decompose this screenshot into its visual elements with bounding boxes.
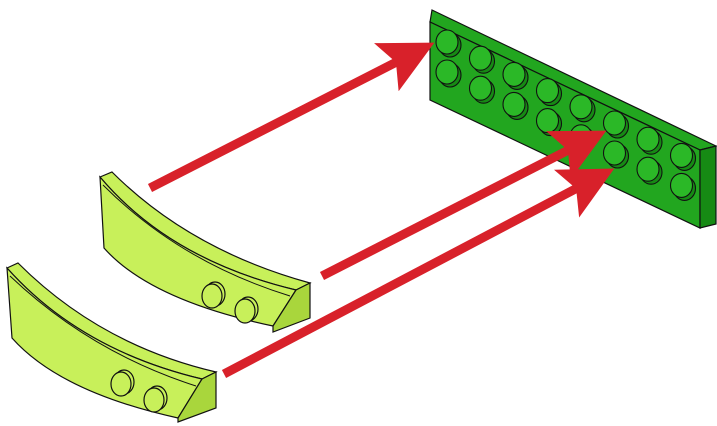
lower-piece-end-face bbox=[177, 371, 217, 423]
plate-stud bbox=[435, 59, 462, 88]
plate-stud bbox=[535, 78, 563, 107]
curved-slope-upper bbox=[99, 171, 312, 333]
plate-stud bbox=[502, 61, 529, 90]
upper-piece-end-face bbox=[272, 282, 311, 333]
plate-stud bbox=[435, 29, 462, 58]
plate-side-face bbox=[699, 145, 717, 229]
plate-studs bbox=[435, 29, 697, 201]
plate-stud bbox=[569, 94, 596, 123]
plate-stud bbox=[602, 140, 630, 169]
plate-stud bbox=[535, 108, 563, 137]
green-plate bbox=[429, 9, 717, 229]
plate-stud bbox=[669, 142, 697, 171]
lower-piece-stud-1 bbox=[110, 369, 135, 397]
upper-piece-curve-line bbox=[102, 184, 291, 297]
arrow-middle-to-plate bbox=[319, 130, 607, 281]
upper-piece-stud-2 bbox=[234, 296, 259, 324]
arrow-upper-to-plate bbox=[147, 42, 435, 193]
plate-stud bbox=[636, 126, 663, 155]
plate-stud bbox=[636, 156, 663, 185]
arrow-lower-to-plate bbox=[221, 168, 615, 378]
lower-piece-curve-line bbox=[9, 275, 197, 387]
plate-stud bbox=[502, 91, 529, 120]
lower-piece-stud-2 bbox=[143, 385, 168, 413]
plate-stud bbox=[669, 172, 697, 201]
plate-stud bbox=[468, 75, 496, 104]
upper-piece-stud-1 bbox=[201, 281, 226, 309]
plate-stud bbox=[602, 110, 630, 139]
curved-slope-lower bbox=[6, 262, 218, 423]
plate-stud bbox=[468, 45, 496, 74]
